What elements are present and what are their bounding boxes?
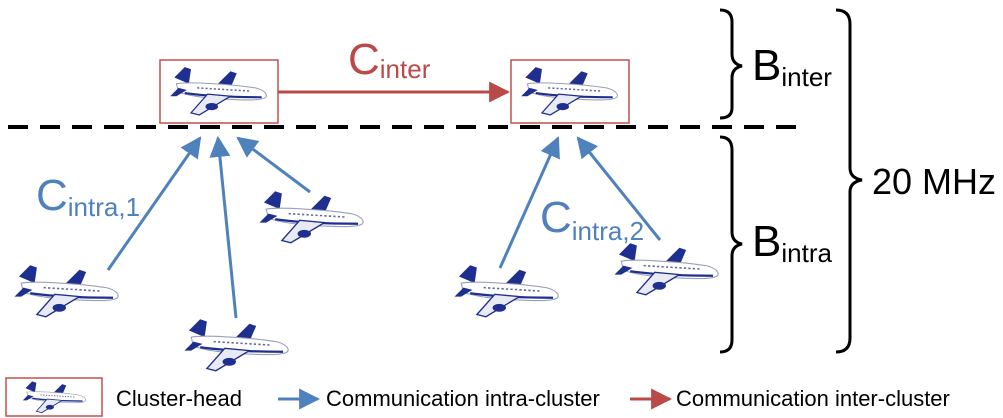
intra-cluster-arrow	[106, 136, 202, 271]
intra-cluster-arrow	[209, 135, 238, 319]
total-bracket	[835, 8, 863, 354]
legend: Cluster-head Communication intra-cluster…	[5, 377, 950, 417]
airplane-icon	[613, 242, 720, 296]
legend-intra-label: Communication intra-cluster	[326, 386, 600, 411]
b-inter-label: Binter	[752, 41, 832, 92]
b-inter-bracket	[719, 8, 743, 120]
airplane-icon	[183, 318, 290, 372]
intra-cluster-arrow	[498, 136, 560, 269]
airplane-icon	[453, 264, 560, 318]
airplane-icon	[13, 264, 120, 318]
total-bandwidth-label: 20 MHz	[872, 161, 996, 202]
airplane-icon	[258, 190, 365, 244]
c-inter-label: Cinter	[348, 35, 431, 84]
c-intra-1-label: Cintra,1	[36, 171, 140, 222]
intra-cluster-arrow	[576, 136, 662, 241]
legend-inter-label: Communication inter-cluster	[676, 386, 950, 411]
legend-cluster-head-label: Cluster-head	[116, 386, 242, 411]
b-intra-label: Bintra	[752, 217, 832, 268]
c-intra-2-label: Cintra,2	[540, 193, 644, 246]
b-intra-bracket	[719, 135, 743, 354]
intra-cluster-arrow	[236, 136, 311, 194]
